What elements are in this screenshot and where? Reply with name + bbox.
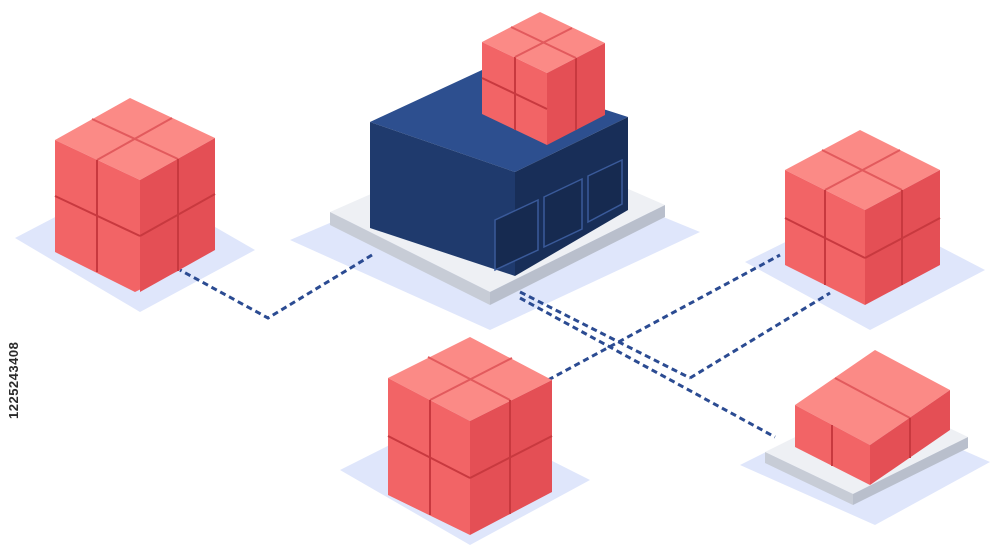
hub-top-box [481, 12, 605, 145]
right-top-seam-b [824, 149, 901, 191]
hub-window-3 [587, 158, 623, 224]
connectors [179, 253, 831, 439]
node-bottom-center [387, 337, 553, 535]
hub-box-top-seam-b [514, 27, 573, 58]
image-id-text: 1225243408 [6, 341, 21, 419]
node-right-bottom [765, 350, 968, 505]
rb-box-seam-top [834, 377, 911, 419]
rb-plate-edge-left [765, 452, 853, 505]
bottom-seam-top-a [427, 356, 511, 401]
hub-window-1 [494, 198, 539, 272]
bottom-seam-top-b [429, 357, 513, 401]
left-seam-front-h [54, 195, 141, 237]
hub-plate-edge-left [330, 212, 490, 305]
bottom-seam-front-h [387, 435, 471, 479]
hub-box-seam-h [481, 77, 548, 110]
connector-hub-to-right-top [547, 253, 781, 382]
connector-hub-to-left [179, 253, 373, 320]
bottom-seam-side-h [469, 435, 553, 479]
hub-plate-edge-right [490, 205, 665, 305]
right-top-seam-side-h [864, 217, 941, 259]
connector-hub-to-right-mid [689, 291, 831, 380]
node-right-top [784, 130, 941, 305]
left-seam-top-b [96, 117, 173, 161]
node-left-top [54, 98, 216, 292]
central-hub [330, 12, 665, 305]
connector-hub-to-right-bottom-a [519, 290, 691, 380]
right-top-seam-front-h [784, 217, 866, 259]
left-seam-side-h [139, 193, 216, 237]
rb-plate-edge-right [853, 437, 968, 505]
connector-hub-to-right-bottom-b [519, 296, 776, 439]
hub-body-front [370, 122, 515, 276]
hub-window-2 [543, 177, 583, 249]
